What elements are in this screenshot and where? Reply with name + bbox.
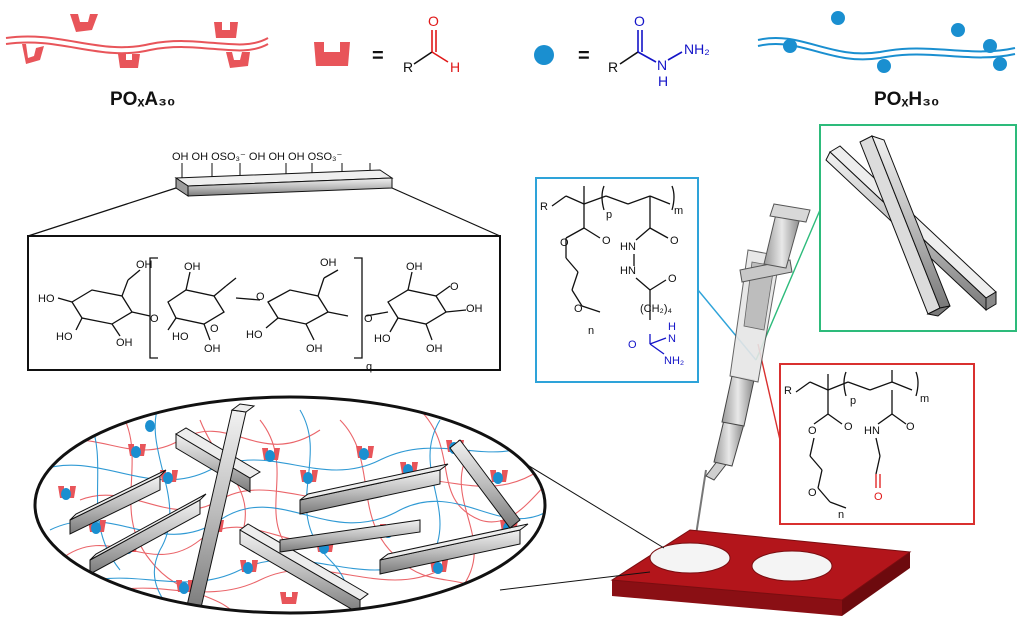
svg-text:(CH₂)₄: (CH₂)₄ (640, 303, 672, 315)
svg-text:m: m (674, 205, 683, 217)
svg-text:O: O (364, 313, 373, 325)
hydrazide-N-label: N (657, 57, 667, 73)
aldehyde-R-label: R (403, 59, 413, 75)
hydrazide-O-label: O (634, 13, 645, 29)
svg-text:HN: HN (620, 241, 636, 253)
aldehyde-marker-icon (118, 54, 140, 68)
aldehyde-marker-icon (70, 14, 98, 32)
svg-text:HO: HO (56, 331, 73, 343)
hydrazide-polymer-label: POₓH₃₀ (874, 89, 939, 110)
equals-sign-aldehyde: = (372, 45, 384, 67)
aldehyde-marker-icon (214, 22, 238, 38)
svg-text:O: O (628, 339, 637, 351)
svg-text:n: n (588, 325, 594, 337)
svg-text:O: O (808, 425, 817, 437)
hydrazide-structure-box (535, 177, 699, 383)
hydrogel-network (33, 395, 547, 615)
hydrazide-marker-icon (993, 57, 1007, 71)
svg-text:HO: HO (246, 329, 263, 341)
hydrazide-H-label: H (658, 73, 668, 89)
svg-text:HN: HN (620, 265, 636, 277)
svg-text:m: m (920, 393, 929, 405)
svg-text:OH: OH (136, 259, 153, 271)
hydrazide-marker-icon (983, 39, 997, 53)
cnc-rod-icon (174, 163, 394, 197)
aldehyde-marker-icon (22, 44, 44, 64)
svg-text:O: O (668, 273, 677, 285)
hydrazide-terminal-labels: O N H NH₂ (628, 321, 684, 367)
svg-text:R: R (784, 385, 792, 397)
svg-text:OH: OH (406, 261, 423, 273)
hydrazide-marker-icon (534, 45, 554, 65)
hydrazide-marker-icon (877, 59, 891, 73)
svg-text:O: O (808, 487, 817, 499)
svg-text:n: n (838, 509, 844, 521)
hydrazide-polymer-chain (757, 11, 1016, 73)
syringe-icon (693, 203, 811, 549)
aldehyde-marker-icon (314, 42, 350, 66)
svg-text:H: H (668, 321, 676, 333)
aldehyde-structure-bonds (795, 370, 919, 509)
svg-text:O: O (150, 313, 159, 325)
mold-slab-icon (610, 529, 912, 616)
svg-text:R: R (540, 201, 548, 213)
hydrazide-R-label: R (608, 59, 618, 75)
aldehyde-O-label: O (428, 13, 439, 29)
svg-text:HO: HO (172, 331, 189, 343)
svg-text:q: q (366, 361, 372, 373)
aldehyde-H-label: H (450, 59, 460, 75)
svg-text:HO: HO (38, 293, 55, 305)
cellulose-atom-labels: OH HO HO OH O OH O OH HO O OH HO OH q O … (38, 257, 483, 373)
aldehyde-terminal-bonds (875, 474, 881, 488)
svg-text:O: O (906, 421, 915, 433)
hydrazide-NH2-label: NH₂ (684, 41, 710, 57)
equals-sign-hydrazide: = (578, 45, 590, 67)
hydrazide-marker-icon (783, 39, 797, 53)
svg-text:p: p (606, 209, 612, 221)
cellulose-structure-box (27, 235, 501, 371)
svg-text:O: O (450, 281, 459, 293)
svg-text:O: O (670, 235, 679, 247)
aldehyde-marker-icon (226, 52, 250, 68)
svg-text:O: O (256, 291, 265, 303)
aldehyde-polymer-chain (5, 14, 269, 68)
svg-text:O: O (602, 235, 611, 247)
svg-text:OH: OH (116, 337, 133, 349)
aldehyde-terminal-O-label: O (874, 491, 883, 503)
svg-text:OH: OH (184, 261, 201, 273)
cnc-surface-groups-label: OH OH OSO₃⁻ OH OH OH OSO₃⁻ (172, 151, 343, 163)
cellulose-structure (57, 257, 467, 359)
svg-text:OH: OH (306, 343, 323, 355)
aldehyde-structure-labels: R p m O O O n O HN (784, 385, 929, 521)
cnc-rod-icon (859, 135, 951, 317)
svg-text:OH: OH (204, 343, 221, 355)
hydrazide-marker-icon (831, 11, 845, 25)
aldehyde-group-structure: R O H (403, 13, 460, 75)
svg-text:O: O (560, 237, 569, 249)
svg-text:NH₂: NH₂ (664, 355, 684, 367)
svg-text:OH: OH (466, 303, 483, 315)
svg-text:HN: HN (864, 425, 880, 437)
svg-text:O: O (574, 303, 583, 315)
svg-text:OH: OH (426, 343, 443, 355)
svg-text:N: N (668, 333, 676, 345)
hydrazide-group-structure: R O N H NH₂ (608, 13, 710, 89)
aldehyde-polymer-label: POₓA₃₀ (110, 89, 175, 110)
hydrazide-structure-bonds (551, 185, 675, 320)
hydrazide-marker-icon (951, 23, 965, 37)
hydrazide-structure-labels: R p m O O O n O HN HN O (CH₂)₄ (540, 201, 683, 337)
hydrazide-terminal-bonds (649, 334, 667, 355)
svg-text:p: p (850, 395, 856, 407)
svg-text:O: O (210, 323, 219, 335)
svg-text:O: O (844, 421, 853, 433)
svg-text:HO: HO (374, 333, 391, 345)
svg-text:OH: OH (320, 257, 337, 269)
